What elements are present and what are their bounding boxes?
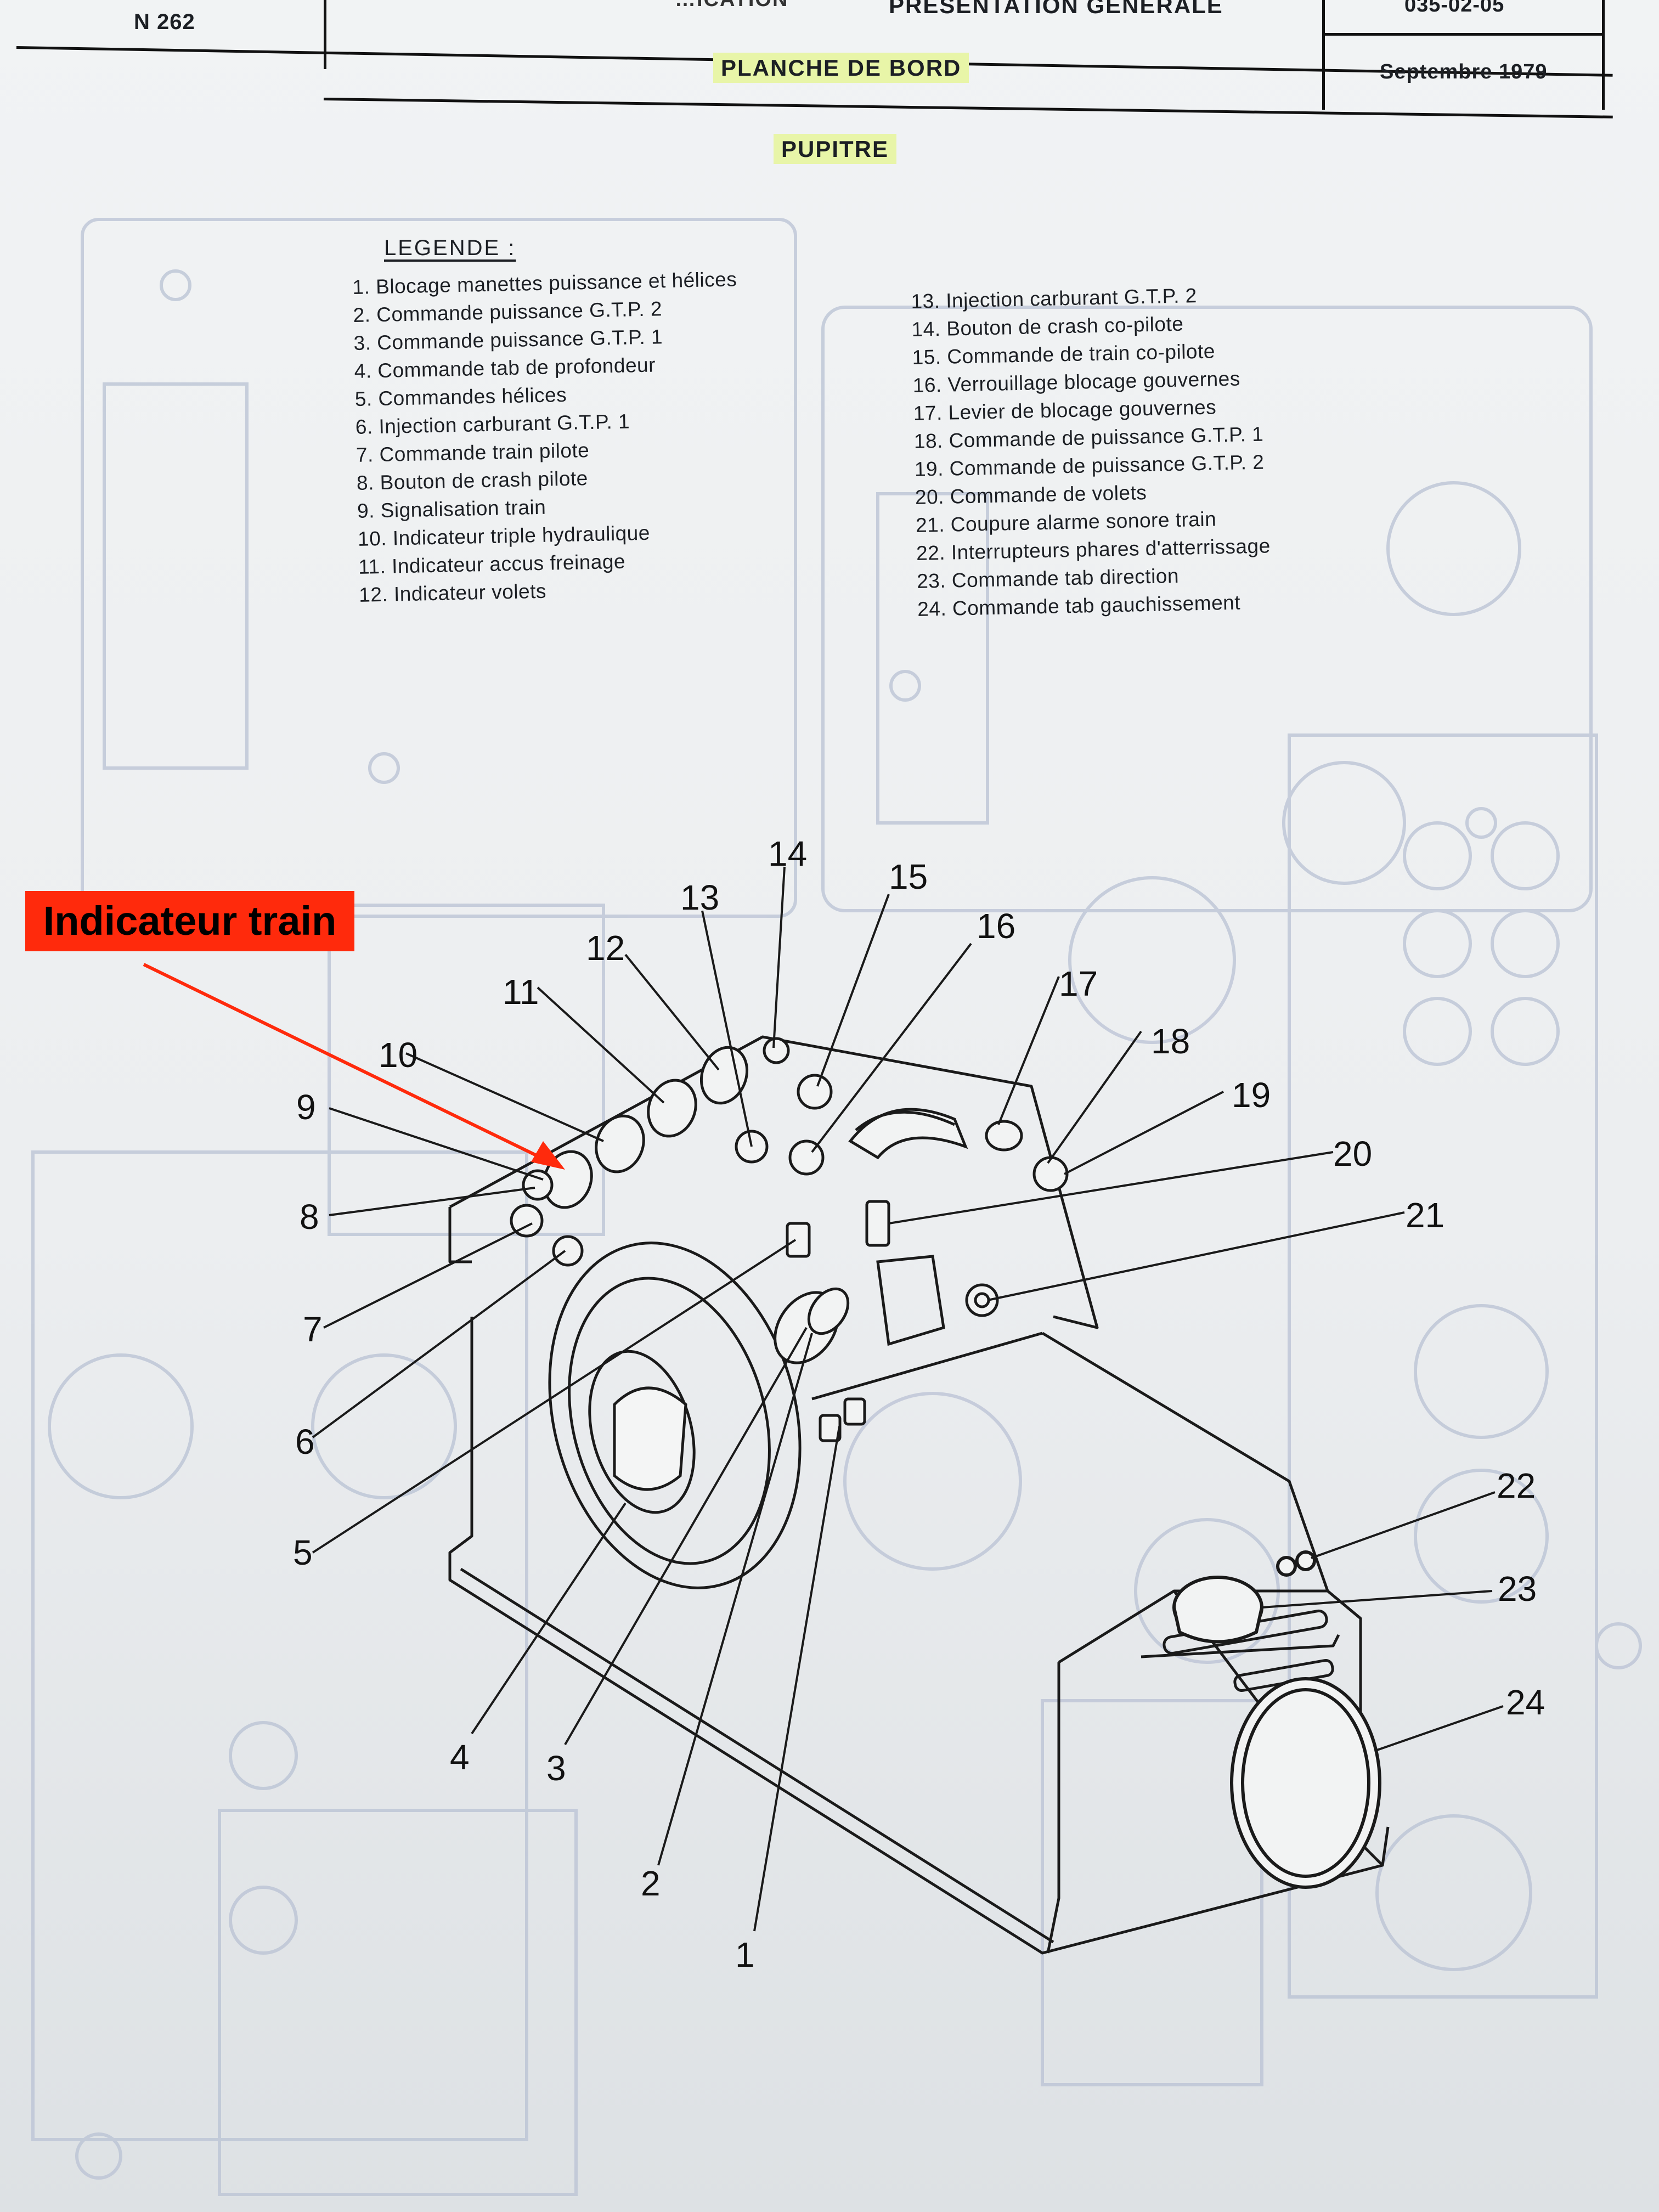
callout-20: 20 bbox=[1333, 1134, 1372, 1173]
section-title: PRÉSENTATION GÉNÉRALE bbox=[889, 0, 1223, 18]
callout-3: 3 bbox=[546, 1748, 566, 1788]
leader-lines bbox=[312, 866, 1504, 1932]
section-prefix: …ICATION bbox=[675, 0, 788, 12]
panel-instruments bbox=[510, 1037, 1069, 1317]
callout-2: 2 bbox=[641, 1864, 661, 1903]
callout-14: 14 bbox=[768, 834, 807, 873]
legend-title: LEGENDE : bbox=[384, 236, 516, 260]
callout-1: 1 bbox=[735, 1935, 755, 1974]
page-title: PLANCHE DE BORD bbox=[713, 53, 969, 83]
callout-17: 17 bbox=[1059, 964, 1098, 1003]
reference-code: 035-02-05 bbox=[1404, 0, 1505, 16]
header-edge-divider bbox=[1602, 0, 1605, 110]
callout-12: 12 bbox=[586, 928, 625, 968]
callout-7: 7 bbox=[303, 1310, 323, 1349]
model-number: N 262 bbox=[134, 10, 195, 34]
callout-8: 8 bbox=[300, 1197, 319, 1237]
callout-18: 18 bbox=[1151, 1022, 1190, 1061]
header-right-divider bbox=[1322, 0, 1325, 110]
edition-date: Septembre 1979 bbox=[1380, 60, 1548, 83]
callout-24: 24 bbox=[1506, 1683, 1545, 1722]
section-subtitle: PUPITRE bbox=[774, 134, 897, 164]
callout-22: 22 bbox=[1497, 1466, 1536, 1505]
annotation-arrow bbox=[143, 963, 565, 1170]
callout-4: 4 bbox=[450, 1737, 470, 1777]
callout-6: 6 bbox=[295, 1422, 315, 1462]
header-left-divider bbox=[324, 0, 326, 69]
callout-10: 10 bbox=[379, 1035, 417, 1075]
callout-13: 13 bbox=[680, 878, 719, 917]
callout-15: 15 bbox=[889, 857, 928, 896]
callout-21: 21 bbox=[1406, 1195, 1444, 1235]
gust-lock-lever bbox=[848, 1108, 1023, 1160]
callout-11: 11 bbox=[503, 972, 539, 1012]
annotation-label: Indicateur train bbox=[25, 891, 354, 951]
callout-5: 5 bbox=[293, 1533, 313, 1572]
callout-9: 9 bbox=[296, 1087, 316, 1127]
lever-quadrant bbox=[774, 1200, 945, 1442]
elevator-trim-wheel bbox=[548, 1242, 802, 1589]
rear-controls bbox=[1172, 1550, 1381, 1889]
callout-23: 23 bbox=[1498, 1569, 1537, 1609]
header-mid-rule bbox=[1322, 33, 1602, 36]
callout-19: 19 bbox=[1232, 1075, 1271, 1115]
callout-16: 16 bbox=[977, 906, 1015, 946]
callout-numbers: 1 2 3 4 5 6 7 8 9 10 11 12 13 14 15 16 1… bbox=[293, 834, 1545, 1974]
